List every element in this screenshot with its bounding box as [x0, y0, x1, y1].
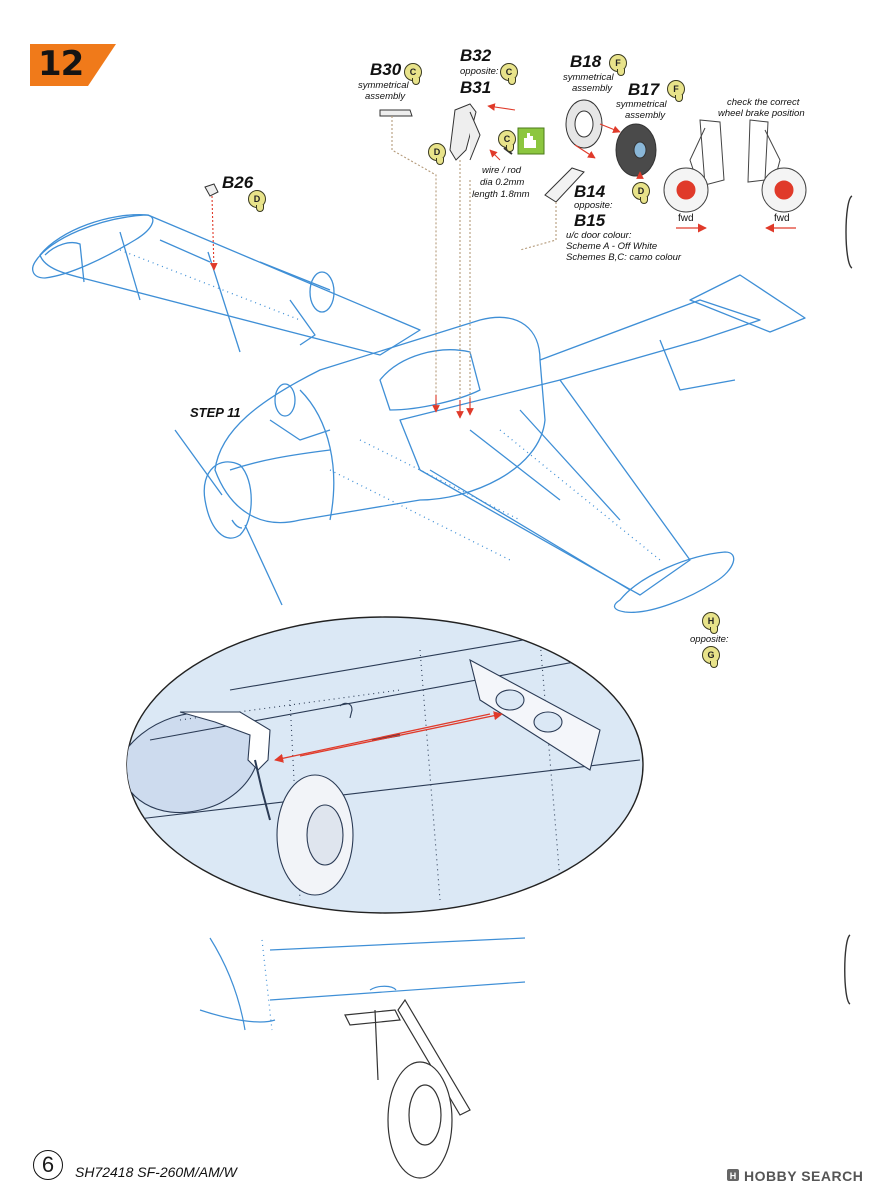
- part-b14-opposite: opposite:: [574, 200, 613, 211]
- rod-arrow-left: [274, 713, 491, 763]
- part-b17-note-2: assembly: [625, 110, 666, 121]
- margin-marks: [844, 195, 853, 1005]
- wire-note-3: length 1.8mm: [472, 189, 530, 200]
- paint-chip-d: D: [248, 190, 266, 212]
- page-number: 6: [33, 1150, 63, 1180]
- part-b15-note-1: u/c door colour:: [566, 230, 632, 241]
- svg-text:H: H: [730, 1171, 737, 1181]
- part-b32-label: B32: [460, 46, 492, 65]
- paint-chip-c-b32: C: [500, 63, 518, 85]
- detail-ellipse: [126, 616, 644, 914]
- paint-chip-f-b18: F: [609, 54, 627, 76]
- paint-chip-h: H: [702, 612, 720, 634]
- brake-note-1: check the correct: [727, 97, 800, 108]
- part-b26-label: B26: [222, 173, 254, 192]
- part-b15-note-3: Schemes B,C: camo colour: [566, 252, 682, 263]
- paint-chip-d-b31: D: [428, 143, 446, 165]
- aircraft-outline: [32, 214, 806, 613]
- part-b14-label: B14: [574, 182, 606, 201]
- part-b30-note-1: symmetrical: [358, 80, 409, 91]
- wire-note-2: dia 0.2mm: [480, 177, 525, 188]
- hand-icon: [517, 127, 545, 155]
- paint-chip-f-b17: F: [667, 80, 685, 102]
- part-b17-note-1: symmetrical: [616, 99, 667, 110]
- fwd-label-right: fwd: [774, 213, 790, 224]
- part-b30-label: B30: [370, 60, 402, 79]
- part-b15-note-2: Scheme A - Off White: [566, 241, 658, 252]
- wingtip-opposite: opposite:: [690, 634, 729, 645]
- paint-chip-c-b31: C: [498, 130, 516, 152]
- small-parts: [204, 99, 657, 203]
- paint-chip-c: C: [404, 63, 422, 85]
- step-number: 12: [38, 44, 84, 84]
- part-b32-opposite: opposite:: [460, 66, 499, 77]
- assembly-arrows: [209, 103, 644, 419]
- part-b18-label: B18: [570, 52, 602, 71]
- product-code: SH72418 SF-260M/AM/W: [75, 1164, 237, 1180]
- part-b30-note-2: assembly: [365, 91, 406, 102]
- previous-step-label: STEP 11: [190, 405, 241, 420]
- part-b17-label: B17: [628, 80, 660, 99]
- wire-note-1: wire / rod: [482, 165, 522, 176]
- part-b15-label: B15: [574, 211, 606, 230]
- paint-chip-g: G: [702, 646, 720, 668]
- rod-arrow-right: [299, 711, 503, 757]
- brake-note-2: wheel brake position: [718, 108, 805, 119]
- step-badge-shape: [30, 44, 116, 86]
- watermark-text: HOBBY SEARCH: [744, 1168, 864, 1184]
- part-b31-label: B31: [460, 78, 492, 97]
- result-view: [199, 937, 526, 1179]
- paint-chip-d-b17: D: [632, 182, 650, 204]
- hobbysearch-logo: H: [727, 1169, 739, 1181]
- fwd-label-left: fwd: [678, 213, 694, 224]
- part-b18-note-2: assembly: [572, 83, 613, 94]
- brake-diagrams: [663, 119, 807, 213]
- part-b18-note-1: symmetrical: [563, 72, 614, 83]
